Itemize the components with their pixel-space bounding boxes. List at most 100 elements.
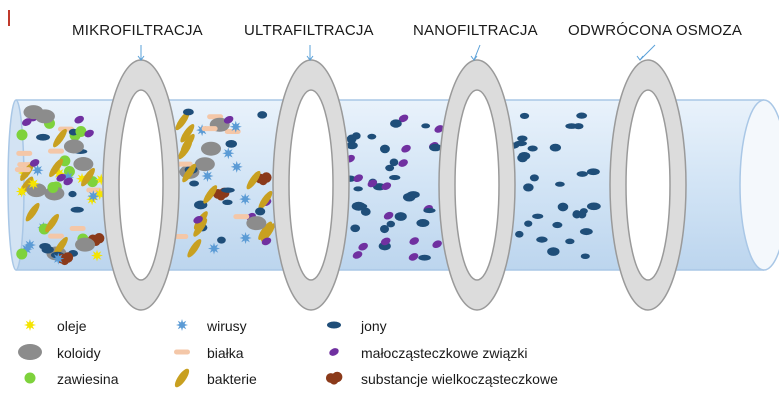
ion-particle — [217, 237, 226, 244]
ion-particle — [552, 222, 562, 228]
ion-particle — [418, 255, 431, 261]
ion-particle — [528, 145, 538, 151]
ion-particle — [547, 247, 559, 256]
protein-particle — [233, 214, 249, 219]
membrane-ring-ultrafiltracja — [273, 60, 349, 310]
suspension-particle — [16, 249, 27, 260]
ion-particle — [367, 134, 376, 140]
ion-particle — [416, 219, 429, 227]
small-molecule-icon — [328, 347, 340, 358]
colloid-particle — [246, 216, 266, 230]
ion-particle — [574, 123, 584, 129]
suspension-particle — [17, 129, 28, 140]
ion-particle — [255, 207, 265, 215]
legend-label-wielkoczasteczkowe: substancje wielkocząsteczkowe — [361, 371, 558, 387]
macromolecule-icon — [326, 372, 342, 385]
membrane-ring-mikrofiltracja — [103, 60, 179, 310]
ion-particle — [353, 186, 362, 191]
ion-particle — [389, 175, 400, 180]
ion-particle — [550, 144, 561, 152]
ion-particle — [576, 113, 587, 119]
oil-droplet-icon — [24, 319, 36, 331]
macromolecule-particle — [326, 372, 342, 385]
suspension-particle — [25, 373, 36, 384]
ion-particle — [524, 220, 532, 226]
protein-particle — [48, 149, 64, 154]
ion-particle — [390, 158, 399, 166]
legend-label-bakterie: bakterie — [207, 371, 257, 387]
bacteria-rod-icon — [172, 367, 191, 390]
stage-label-ultrafiltracja: ULTRAFILTRACJA — [244, 22, 374, 39]
ion-particle — [183, 109, 194, 116]
ion-particle — [515, 231, 523, 238]
colloid-particle — [201, 142, 221, 156]
ion-particle — [572, 210, 581, 218]
ion-particle — [587, 168, 600, 175]
ion-particle — [565, 239, 574, 245]
virus-particle — [176, 319, 188, 331]
membrane-ring-odwrocona-osmoza — [610, 60, 686, 310]
label-pointer-3 — [474, 45, 480, 60]
pipe-inlet-end — [8, 100, 24, 270]
small-molecule-particle — [328, 347, 340, 358]
ion-particle — [517, 135, 527, 141]
ion-particle — [189, 180, 199, 186]
protein-particle — [48, 234, 64, 239]
ion-particle — [352, 132, 361, 139]
ion-particle — [222, 200, 232, 205]
ion-particle — [36, 134, 50, 141]
ion-particle — [68, 191, 76, 197]
protein-particle — [15, 167, 31, 172]
ion-particle — [580, 228, 593, 235]
protein-dash-icon — [174, 350, 190, 355]
ion-particle — [403, 193, 416, 202]
ion-particle — [577, 171, 588, 177]
ion-particle — [558, 203, 569, 212]
legend-label-malo-czasteczkowe: małocząsteczkowe związki — [361, 345, 528, 361]
ion-particle — [518, 152, 530, 160]
protein-particle — [16, 151, 32, 156]
colloid-particle — [26, 183, 46, 197]
legend-label-koloidy: koloidy — [57, 345, 101, 361]
ion-particle — [380, 145, 390, 154]
colloid-particle — [195, 157, 215, 171]
ion-particle — [555, 182, 565, 187]
colloid-particle — [35, 109, 55, 123]
ion-particle — [523, 183, 533, 191]
colloid-particle — [64, 139, 84, 153]
ion-particle — [532, 214, 543, 219]
ion-particle — [395, 212, 407, 221]
ion-particle — [257, 111, 267, 118]
ion-particle — [530, 174, 539, 181]
oil-particle — [24, 319, 36, 331]
suspension-particle — [47, 182, 58, 193]
ion-particle — [225, 140, 237, 148]
legend-label-bialka: białka — [207, 345, 244, 361]
ion-particle — [71, 207, 84, 213]
membrane-ring-nanofiltracja — [439, 60, 515, 310]
ion-particle — [587, 202, 601, 210]
legend-label-jony: jony — [361, 318, 387, 334]
legend-label-zawiesina: zawiesina — [57, 371, 118, 387]
ion-particle — [221, 187, 235, 192]
ion-particle — [421, 123, 430, 128]
ion-particle — [352, 202, 366, 211]
suspension-dot-icon — [25, 373, 36, 384]
protein-particle — [70, 226, 86, 231]
pointer-arrow-icon — [637, 56, 643, 60]
ion-particle — [423, 208, 435, 213]
stage-label-mikrofiltracja: MIKROFILTRACJA — [72, 22, 203, 39]
ion-particle — [39, 243, 51, 250]
ion-particle — [380, 225, 389, 233]
colloid-blob-icon — [18, 344, 42, 360]
ion-particle — [350, 224, 360, 232]
ion-particle — [520, 113, 529, 119]
ion-particle — [581, 253, 590, 258]
stage-label-nanofiltracja: NANOFILTRACJA — [413, 22, 538, 39]
protein-particle — [202, 126, 218, 131]
legend-label-wirusy: wirusy — [207, 318, 247, 334]
legend-label-oleje: oleje — [57, 318, 87, 334]
ion-ellipse-icon — [327, 322, 341, 329]
